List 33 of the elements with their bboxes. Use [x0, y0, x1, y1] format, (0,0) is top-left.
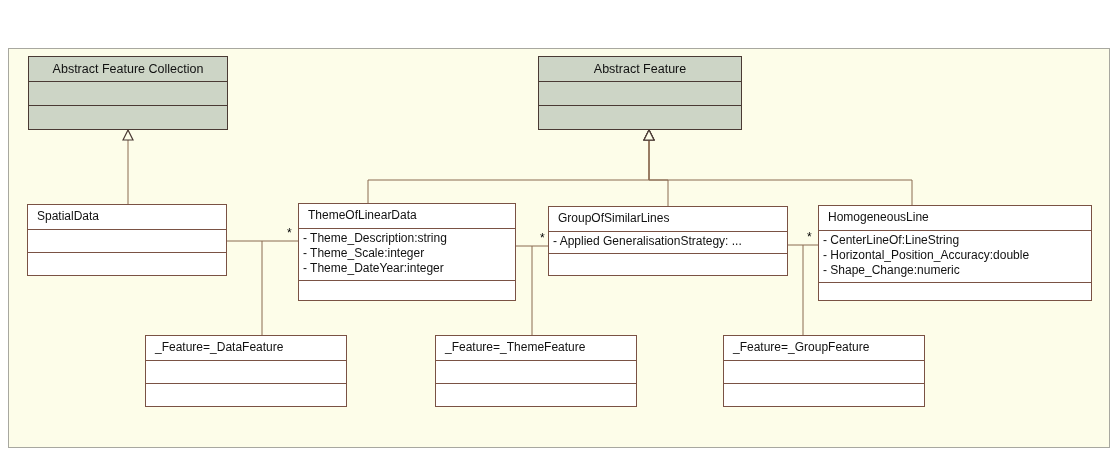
class-name: HomogeneousLine [828, 210, 929, 224]
class-box [548, 206, 788, 276]
association-line [787, 244, 819, 246]
class-name: Abstract Feature [593, 62, 687, 76]
class-name: _Feature=_DataFeature [155, 340, 284, 354]
class-name: Abstract Feature Collection [52, 62, 204, 76]
class-name: SpatialData [37, 209, 100, 223]
abstract-class-box [538, 56, 742, 130]
class-box [145, 335, 347, 407]
attribute-text: - Horizontal_Position_Accuracy:double [823, 248, 1031, 263]
class-box [818, 205, 1092, 301]
class-name: GroupOfSimilarLines [558, 211, 670, 225]
attribute-text: - Theme_DateYear:integer [303, 261, 445, 276]
class-name: _Feature=_ThemeFeature [445, 340, 586, 354]
association-line [261, 240, 263, 336]
association-line [515, 245, 549, 247]
class-name: _Feature=_GroupFeature [733, 340, 870, 354]
class-box [723, 335, 925, 407]
association-line [531, 245, 533, 336]
attribute-text: - Theme_Scale:integer [303, 246, 426, 261]
attribute-text: - CenterLineOf:LineString [823, 233, 961, 248]
class-name: ThemeOfLinearData [308, 208, 417, 222]
class-box [298, 203, 516, 301]
attribute-text: - Shape_Change:numeric [823, 263, 961, 278]
class-box [27, 204, 227, 276]
abstract-class-box [28, 56, 228, 130]
association-line [226, 240, 299, 242]
attribute-text: - Applied GeneralisationStrategy: ... [553, 234, 743, 249]
class-box [435, 335, 637, 407]
association-line [802, 244, 804, 336]
generalization-arrow [122, 129, 134, 205]
generalization-arrow [643, 129, 913, 206]
attribute-text: - Theme_Description:string [303, 231, 448, 246]
